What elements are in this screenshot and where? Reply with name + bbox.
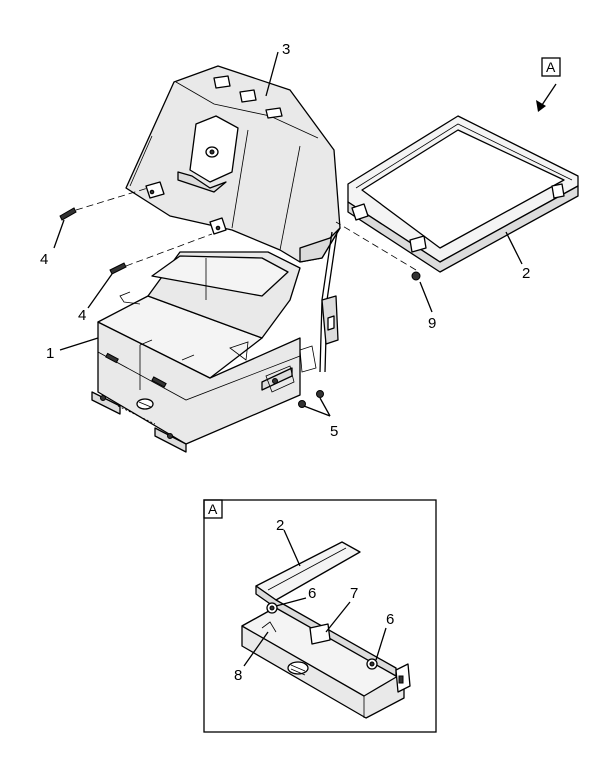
screw-tray	[411, 271, 421, 281]
callout-5: 5	[330, 423, 338, 440]
detail-callout-8: 8	[234, 667, 242, 684]
callout-4-lower: 4	[78, 307, 86, 324]
side-bracket	[265, 231, 339, 393]
tray	[347, 115, 579, 273]
callout-2: 2	[522, 265, 530, 282]
seat-section	[119, 251, 301, 361]
callout-9: 9	[428, 315, 436, 332]
callout-1: 1	[46, 345, 54, 362]
nuts-base	[298, 390, 324, 408]
cover	[125, 65, 341, 263]
detail-callout-6-left: 6	[308, 585, 316, 602]
view-reference-a: A	[541, 57, 561, 77]
detail-callout-2: 2	[276, 517, 284, 534]
screw-upper-left	[59, 207, 77, 221]
view-reference-label: A	[546, 59, 556, 75]
base-housing	[91, 295, 301, 453]
callout-3: 3	[282, 41, 290, 58]
screw-lower-left	[109, 262, 127, 275]
detail-callout-7: 7	[350, 585, 358, 602]
callout-4-upper: 4	[40, 251, 48, 268]
detail-view-a: A 2 6 7 6 8	[203, 499, 437, 733]
detail-view-label: A	[208, 501, 218, 517]
detail-callout-6-right: 6	[386, 611, 394, 628]
